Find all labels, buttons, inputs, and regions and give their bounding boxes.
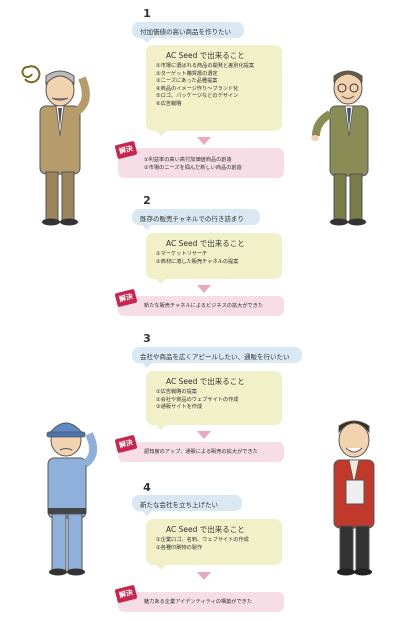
down-arrow-icon	[197, 572, 211, 580]
solution-box: 魅力ある企業アイデンティティの構築ができた	[118, 592, 284, 612]
section-number: 1	[143, 7, 151, 20]
problem-text: 会社や商品を広くアピールしたい、通販を行いたい	[140, 353, 290, 361]
solution-item: 認知度のアップ、通販による販売の拡大ができた	[144, 449, 258, 455]
capability-item: ②商材に適した販売チャネルの提案	[156, 258, 239, 265]
section-number: 4	[143, 481, 151, 494]
solution-item: 魅力ある企業アイデンティティの構築ができた	[144, 599, 253, 605]
capability-item: ①市場に選ばれる商品の開発と差別化提案	[156, 63, 255, 69]
capability-item: ②ターゲット購買層の選定	[156, 70, 218, 77]
capability-item: ②会社や商品のウェブサイトの作成	[156, 396, 239, 403]
smiling-man-red-jacket-illustration	[333, 420, 375, 576]
section-number: 2	[143, 194, 151, 207]
problem-text: 付加価値の高い商品を作りたい	[140, 28, 231, 36]
capability-title: AC Seed で出来ること	[166, 377, 245, 386]
down-arrow-icon	[197, 137, 211, 145]
capability-item: ⑤ロゴ、パッケージなどのデザイン	[156, 93, 239, 100]
solution-box: 新たな販売チャネルによるビジネスの拡大ができた	[118, 296, 284, 316]
smiling-businessman-illustration	[311, 70, 369, 226]
down-arrow-icon	[197, 431, 211, 439]
capability-item: ②各種印刷物の製作	[156, 544, 203, 551]
problem-text: 新たな会社を立ち上げたい	[140, 501, 218, 509]
problem-bubble: 付加価値の高い商品を作りたい	[132, 22, 244, 43]
capability-item: ⑥広告戦略	[156, 100, 182, 107]
capability-item: ④商品のイメージ作り～ブランド化	[156, 85, 239, 92]
problem-text: 既存の販売チャネルでの行き詰まり	[140, 215, 244, 223]
problem-bubble: 新たな会社を立ち上げたい	[132, 495, 242, 516]
section-number: 3	[143, 332, 151, 345]
problem-bubble: 会社や商品を広くアピールしたい、通販を行いたい	[132, 347, 302, 368]
capability-item: ①マーケットリサーチ	[156, 251, 208, 257]
capability-title: AC Seed で出来ること	[166, 51, 245, 60]
capability-box: AC Seed で出来ること ①マーケットリサーチ ②商材に適した販売チャネルの…	[146, 233, 282, 284]
solution-box: ①利益率の高い高付加価値商品の創造 ②市場のニーズを掴んだ新しい商品の創造	[118, 148, 284, 178]
solution-item: ①利益率の高い高付加価値商品の創造	[144, 157, 232, 163]
capability-item: ①広告戦略の提案	[156, 389, 197, 395]
problem-bubble: 既存の販売チャネルでの行き詰まり	[132, 209, 260, 230]
capability-title: AC Seed で出来ること	[166, 239, 245, 248]
capability-item: ③ニーズにあった品種提案	[156, 78, 218, 85]
capability-item: ③通販サイトを作成	[156, 404, 203, 411]
worried-worker-illustration	[46, 422, 98, 576]
down-arrow-icon	[197, 285, 211, 293]
swirl-icon	[21, 65, 41, 84]
solution-box: 認知度のアップ、通販による販売の拡大ができた	[118, 442, 284, 462]
capability-box: AC Seed で出来ること ①市場に選ばれる商品の開発と差別化提案 ②ターゲッ…	[146, 45, 282, 136]
capability-box: AC Seed で出来ること ①広告戦略の提案 ②会社や商品のウェブサイトの作成…	[146, 371, 282, 430]
worried-businessman-illustration	[21, 65, 90, 226]
capability-box: AC Seed で出来ること ①企業ロゴ、名刺、ウェブサイトの作成 ②各種印刷物…	[146, 519, 282, 570]
solution-item: 新たな販売チャネルによるビジネスの拡大ができた	[144, 303, 264, 309]
capability-item: ①企業ロゴ、名刺、ウェブサイトの作成	[156, 537, 249, 543]
solution-item: ②市場のニーズを掴んだ新しい商品の創造	[144, 164, 242, 171]
capability-title: AC Seed で出来ること	[166, 525, 245, 534]
